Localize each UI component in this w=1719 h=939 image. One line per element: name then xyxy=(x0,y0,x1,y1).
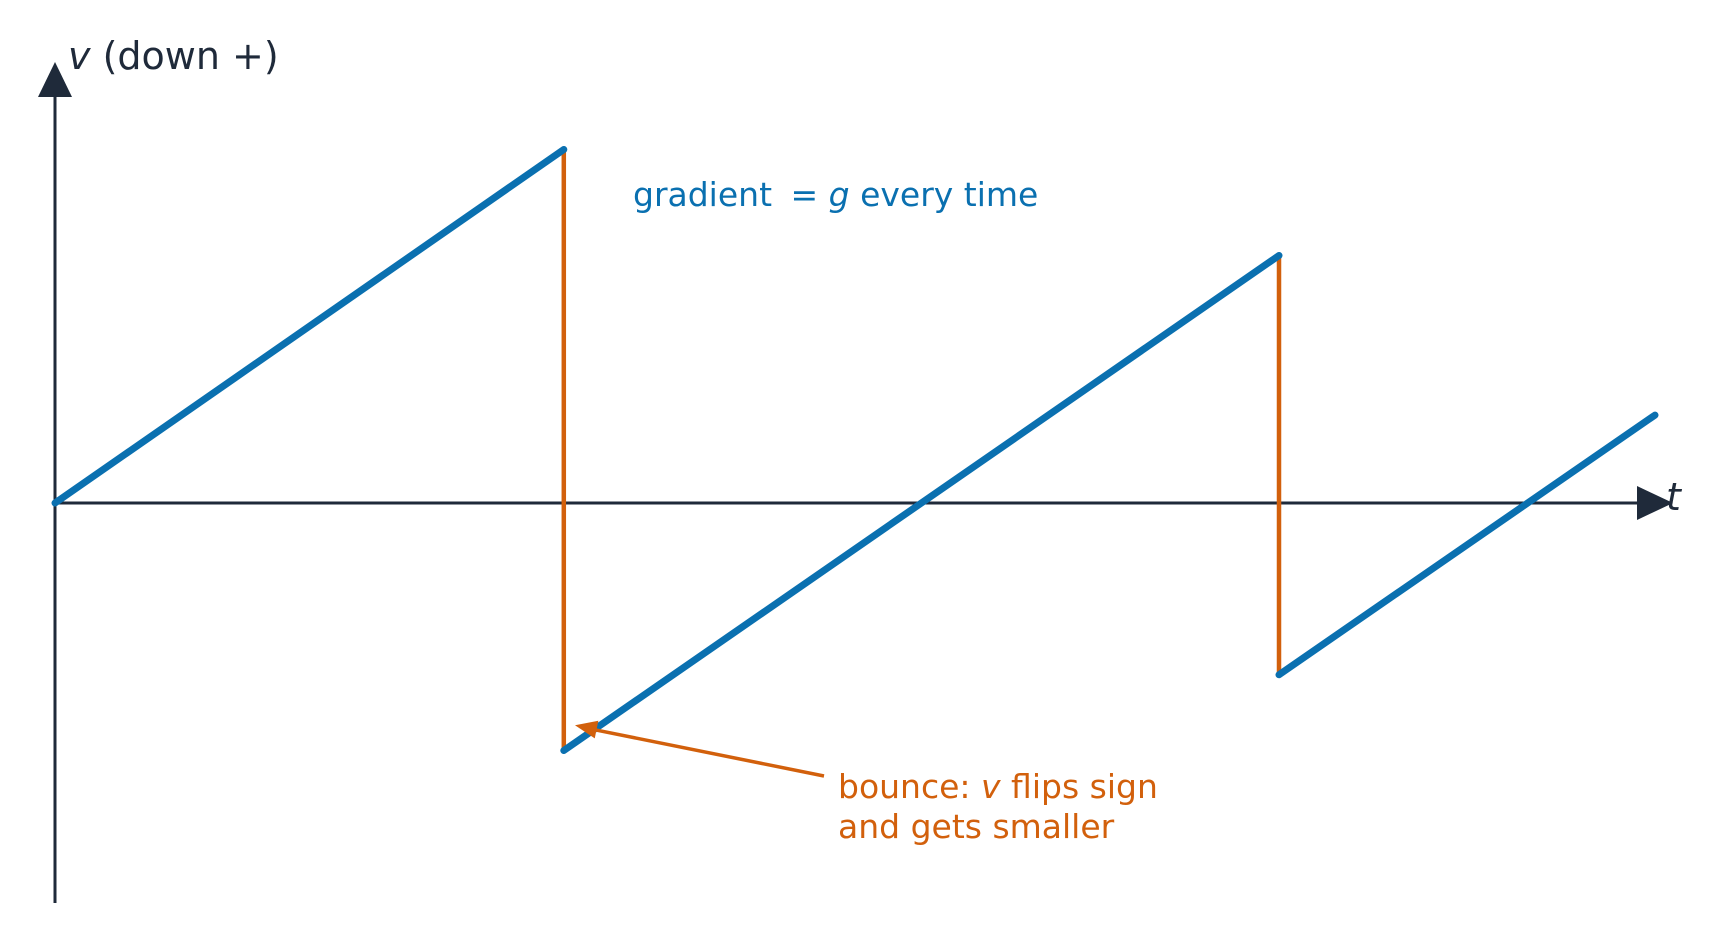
bounce-lines xyxy=(561,147,1282,753)
y-axis-var: v xyxy=(68,34,91,78)
gradient-eq: = xyxy=(791,175,829,214)
bounce-annotation-line2: and gets smaller xyxy=(838,807,1115,846)
y-axis-suffix: (down +) xyxy=(91,34,279,78)
y-axis-label: v (down +) xyxy=(68,34,279,78)
gradient-var: g xyxy=(829,175,850,214)
velocity-segment-2 xyxy=(560,252,1283,754)
axes xyxy=(38,62,1673,903)
annotation-arrowhead xyxy=(575,720,599,739)
bounce-annotation-arrow xyxy=(575,720,825,778)
bounce-annotation-line1: bounce: v flips sign xyxy=(838,767,1158,806)
x-axis-arrowhead xyxy=(1637,486,1673,520)
bounce-prefix: bounce: xyxy=(838,767,981,806)
gradient-suffix: every time xyxy=(850,175,1039,214)
annotation-arrow-shaft xyxy=(586,726,825,778)
bounce-suffix: flips sign xyxy=(1001,767,1158,806)
velocity-segment-3 xyxy=(1275,411,1659,679)
velocity-series xyxy=(51,146,1659,754)
gradient-prefix: gradient xyxy=(633,175,783,214)
x-axis-label: t xyxy=(1666,475,1683,519)
gradient-annotation: gradient = g every time xyxy=(633,175,1038,214)
y-axis-arrowhead xyxy=(38,62,72,97)
bounce-var: v xyxy=(981,767,1001,806)
velocity-segment-1 xyxy=(51,146,568,507)
